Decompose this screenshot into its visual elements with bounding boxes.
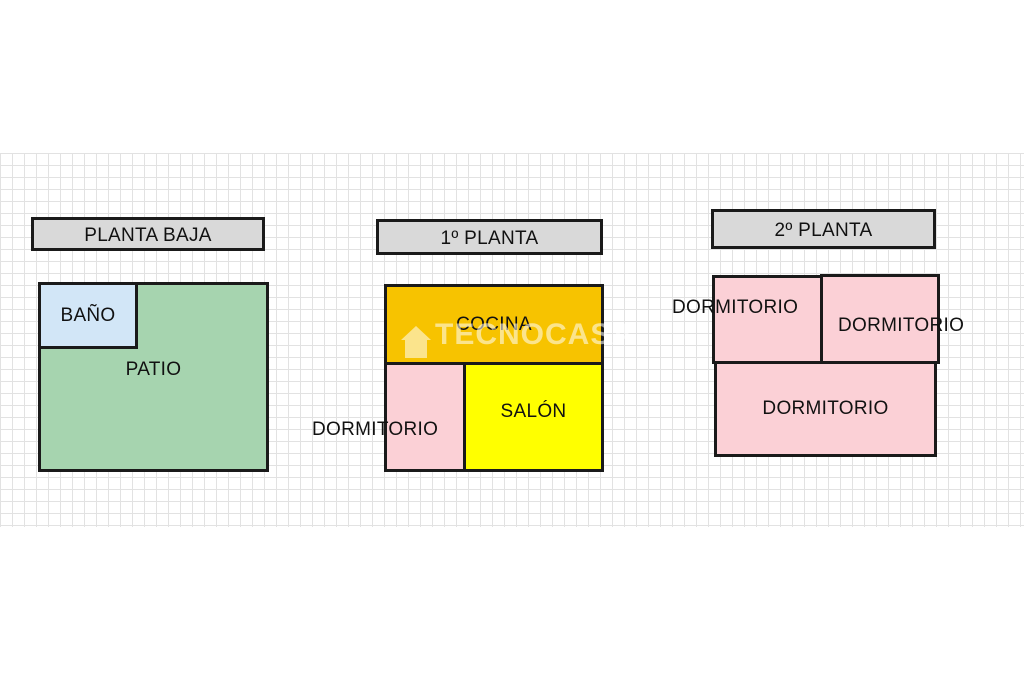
room-bano: BAÑO — [38, 282, 138, 349]
room-label: COCINA — [456, 313, 532, 335]
room-dormitorio-left — [712, 275, 824, 364]
room-label: SALÓN — [500, 401, 567, 422]
room-label: DORMITORIO — [762, 397, 889, 419]
room-label-dormitorio: DORMITORIO — [312, 419, 439, 440]
floor-title-1-planta: 1º PLANTA — [376, 219, 603, 255]
room-dormitorio-right — [820, 274, 940, 364]
room-label-dormitorio-right: DORMITORIO — [838, 315, 965, 336]
floor-title-planta-baja: PLANTA BAJA — [31, 217, 265, 251]
room-label: BAÑO — [60, 304, 116, 326]
floor-title-2-planta: 2º PLANTA — [711, 209, 936, 249]
room-dormitorio — [384, 362, 467, 472]
room-label: PATIO — [125, 359, 182, 380]
room-dormitorio-bottom: DORMITORIO — [714, 360, 937, 457]
room-salon: SALÓN — [463, 362, 604, 472]
room-cocina: COCINA — [384, 284, 604, 365]
room-label-dormitorio-left: DORMITORIO — [672, 297, 799, 318]
